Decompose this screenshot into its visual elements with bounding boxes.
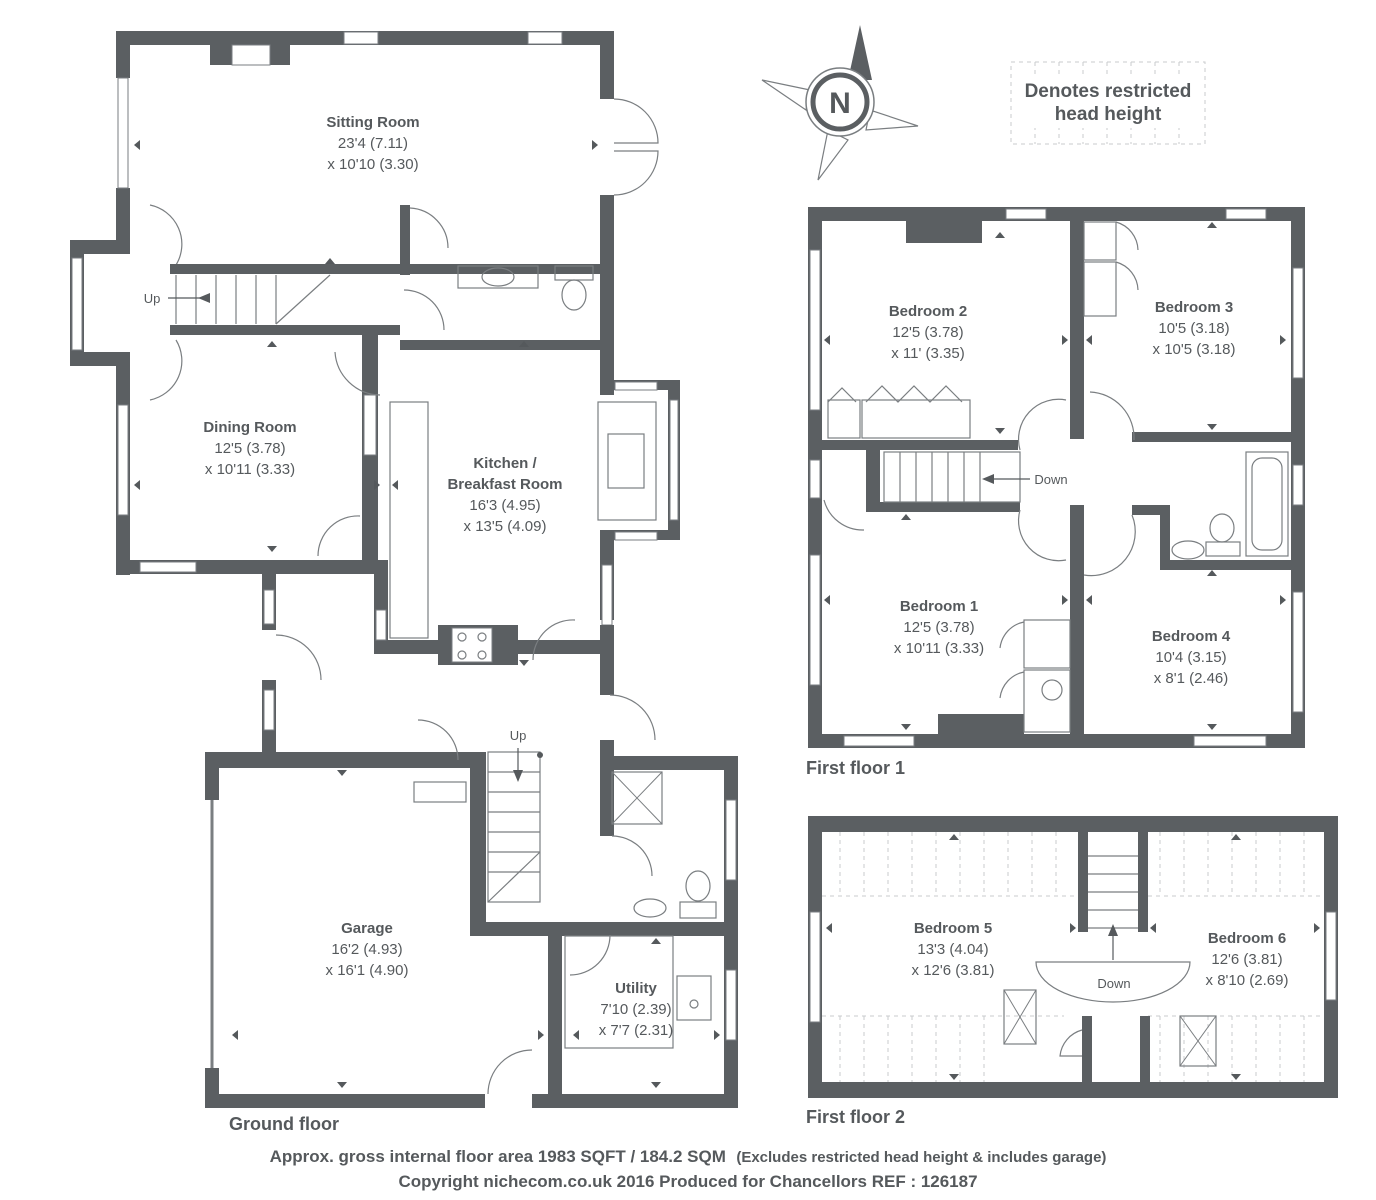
first-floor-1-label: First floor 1: [806, 758, 905, 778]
bedroom5-dim2: x 12'6 (3.81): [912, 962, 995, 979]
restricted-height-legend: Denotes restricted head height: [1010, 61, 1206, 145]
stairs-up-label-garage: Up: [510, 728, 527, 743]
stairs-down-label-first2: Down: [1097, 976, 1130, 991]
bedroom3-name: Bedroom 3: [1155, 299, 1233, 316]
bedroom1-dim1: 12'5 (3.78): [903, 619, 974, 636]
bedroom2-dim2: x 11' (3.35): [891, 345, 964, 362]
dining-room-dim2: x 10'11 (3.33): [205, 461, 295, 478]
bedroom4-dim1: 10'4 (3.15): [1155, 649, 1226, 666]
utility-dim2: x 7'7 (2.31): [599, 1022, 674, 1039]
kitchen-name-line1: Kitchen /: [473, 455, 537, 472]
copyright-text: Copyright nichecom.co.uk 2016 Produced f…: [398, 1172, 977, 1191]
dining-room-dim1: 12'5 (3.78): [214, 440, 285, 457]
north-compass-icon: N: [761, 25, 919, 181]
legend-text-line1: Denotes restricted: [1025, 81, 1192, 102]
garage-dim2: x 16'1 (4.90): [326, 962, 409, 979]
bedroom3-dim1: 10'5 (3.18): [1158, 320, 1229, 337]
restricted-hatch-area: [822, 832, 1324, 1082]
ground-floor-label: Ground floor: [229, 1114, 339, 1134]
stairs-up-label-hall: Up: [144, 291, 161, 306]
sitting-room-dim1: 23'4 (7.11): [338, 135, 408, 152]
legend-text-line2: head height: [1055, 104, 1162, 125]
kitchen-dim2: x 13'5 (4.09): [464, 518, 547, 535]
utility-name: Utility: [615, 980, 657, 997]
bedroom2-name: Bedroom 2: [889, 303, 967, 320]
bedroom5-dim1: 13'3 (4.04): [917, 941, 988, 958]
bedroom2-dim1: 12'5 (3.78): [892, 324, 963, 341]
dimension-arrows-first2: [826, 834, 1320, 1080]
first-floor-1-plan: [808, 207, 1305, 748]
bedroom5-name: Bedroom 5: [914, 920, 992, 937]
first-floor-2-label: First floor 2: [806, 1107, 905, 1127]
bedroom3-dim2: x 10'5 (3.18): [1153, 341, 1236, 358]
bedroom1-dim2: x 10'11 (3.33): [894, 640, 984, 657]
dining-room-name: Dining Room: [203, 419, 296, 436]
garage-name: Garage: [341, 920, 393, 937]
garage-dim1: 16'2 (4.93): [331, 941, 402, 958]
utility-dim1: 7'10 (2.39): [600, 1001, 671, 1018]
bedroom1-name: Bedroom 1: [900, 598, 978, 615]
sitting-room-name: Sitting Room: [326, 114, 419, 131]
kitchen-name-line2: Breakfast Room: [447, 476, 562, 493]
bedroom6-dim2: x 8'10 (2.69): [1206, 972, 1289, 989]
kitchen-dim1: 16'3 (4.95): [469, 497, 540, 514]
sitting-room-dim2: x 10'10 (3.30): [327, 156, 418, 173]
area-note-text: (Excludes restricted head height & inclu…: [736, 1149, 1106, 1166]
bedroom6-dim1: 12'6 (3.81): [1211, 951, 1282, 968]
compass-letter: N: [829, 87, 851, 120]
bedroom6-name: Bedroom 6: [1208, 930, 1286, 947]
bedroom4-dim2: x 8'1 (2.46): [1154, 670, 1229, 687]
dimension-arrows-ground: [134, 140, 720, 1088]
bedroom4-name: Bedroom 4: [1152, 628, 1231, 645]
first-floor-2-plan: [808, 816, 1338, 1098]
area-footer-line: Approx. gross internal floor area 1983 S…: [270, 1147, 1107, 1166]
ground-floor-plan: [70, 31, 738, 1108]
stairs-down-label-first1: Down: [1034, 472, 1067, 487]
dimension-arrows-first1: [824, 222, 1286, 730]
area-main-text: Approx. gross internal floor area 1983 S…: [270, 1147, 726, 1166]
